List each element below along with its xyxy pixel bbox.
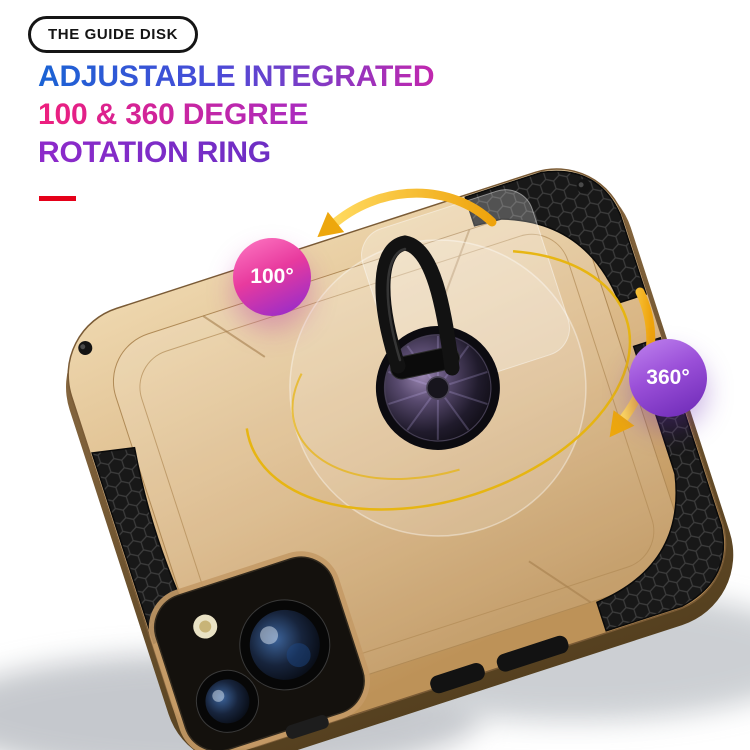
- corner-bumper-bottom-right: [595, 336, 725, 632]
- side-buttons: [285, 635, 569, 739]
- rotation-arrow-top-icon: [317, 188, 497, 238]
- camera-lens-large: [239, 599, 331, 691]
- ring-kickstand: [375, 235, 460, 380]
- case-inner-trim: [139, 233, 655, 685]
- rotation-360-label: 360°: [646, 366, 690, 389]
- phone-case: [66, 168, 734, 750]
- camera-module: [148, 551, 371, 750]
- corner-screw-top-right: [576, 179, 591, 194]
- camera-lens-small: [195, 669, 259, 733]
- accent-underline: [39, 196, 76, 201]
- rotation-360-badge: 360°: [629, 339, 707, 417]
- rotation-100-badge: 100°: [233, 238, 311, 316]
- headline-line-3: ROTATION RING: [38, 134, 271, 172]
- rotation-100-label: 100°: [250, 265, 294, 288]
- armor-trim-lines: [202, 229, 592, 690]
- page-title: ADJUSTABLE INTEGRATED 100 & 360 DEGREE R…: [38, 58, 435, 172]
- corner-screw-top-left: [78, 340, 93, 355]
- headline-line-2: 100 & 360 DEGREE: [38, 96, 308, 134]
- camera-flash: [193, 614, 218, 639]
- headline-line-1: ADJUSTABLE INTEGRATED: [38, 58, 435, 96]
- guide-disk-badge: THE GUIDE DISK: [28, 16, 199, 53]
- guide-disk-badge-label: THE GUIDE DISK: [48, 26, 179, 43]
- rotation-path-arc: [244, 249, 632, 511]
